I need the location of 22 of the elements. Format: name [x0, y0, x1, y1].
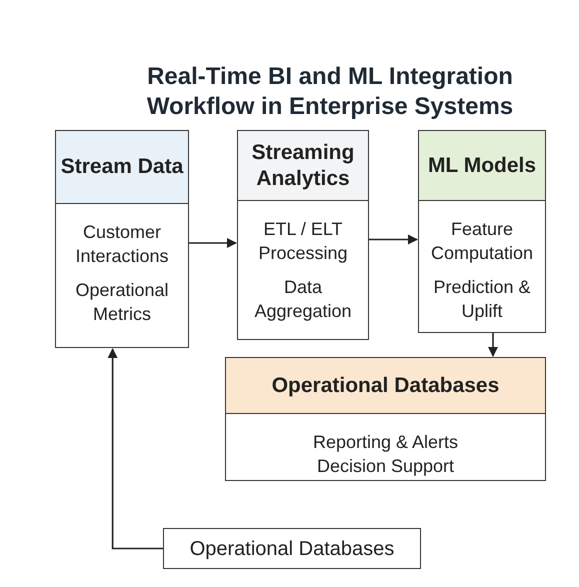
- box-header: Stream Data: [56, 131, 188, 204]
- arrow: [369, 234, 418, 244]
- box-header: Operational Databases: [226, 358, 545, 414]
- box-header: Streaming Analytics: [238, 131, 368, 201]
- process-box: [55, 130, 189, 348]
- diagram-title: Real-Time BI and ML Integration Workflow in Enterprise Systems: [146, 62, 514, 122]
- box-item: Customer Interactions: [74, 221, 170, 268]
- box-item: Operational Metrics: [74, 279, 170, 326]
- box-header: ML Models: [419, 131, 545, 201]
- box-item: Data Aggregation: [253, 276, 353, 323]
- label-box: [163, 528, 421, 569]
- process-box: [418, 130, 546, 333]
- process-box: [237, 130, 369, 340]
- arrow: [108, 348, 163, 550]
- arrow: [189, 238, 237, 248]
- box-item: ETL / ELT Processing: [257, 218, 349, 265]
- process-box: [225, 357, 546, 481]
- arrow: [488, 333, 498, 357]
- box-item: Reporting & Alerts Decision Support: [312, 431, 460, 478]
- box-item: Feature Computation: [430, 218, 534, 265]
- box-item: Prediction & Uplift: [432, 276, 532, 323]
- box-label: Operational Databases: [190, 536, 394, 562]
